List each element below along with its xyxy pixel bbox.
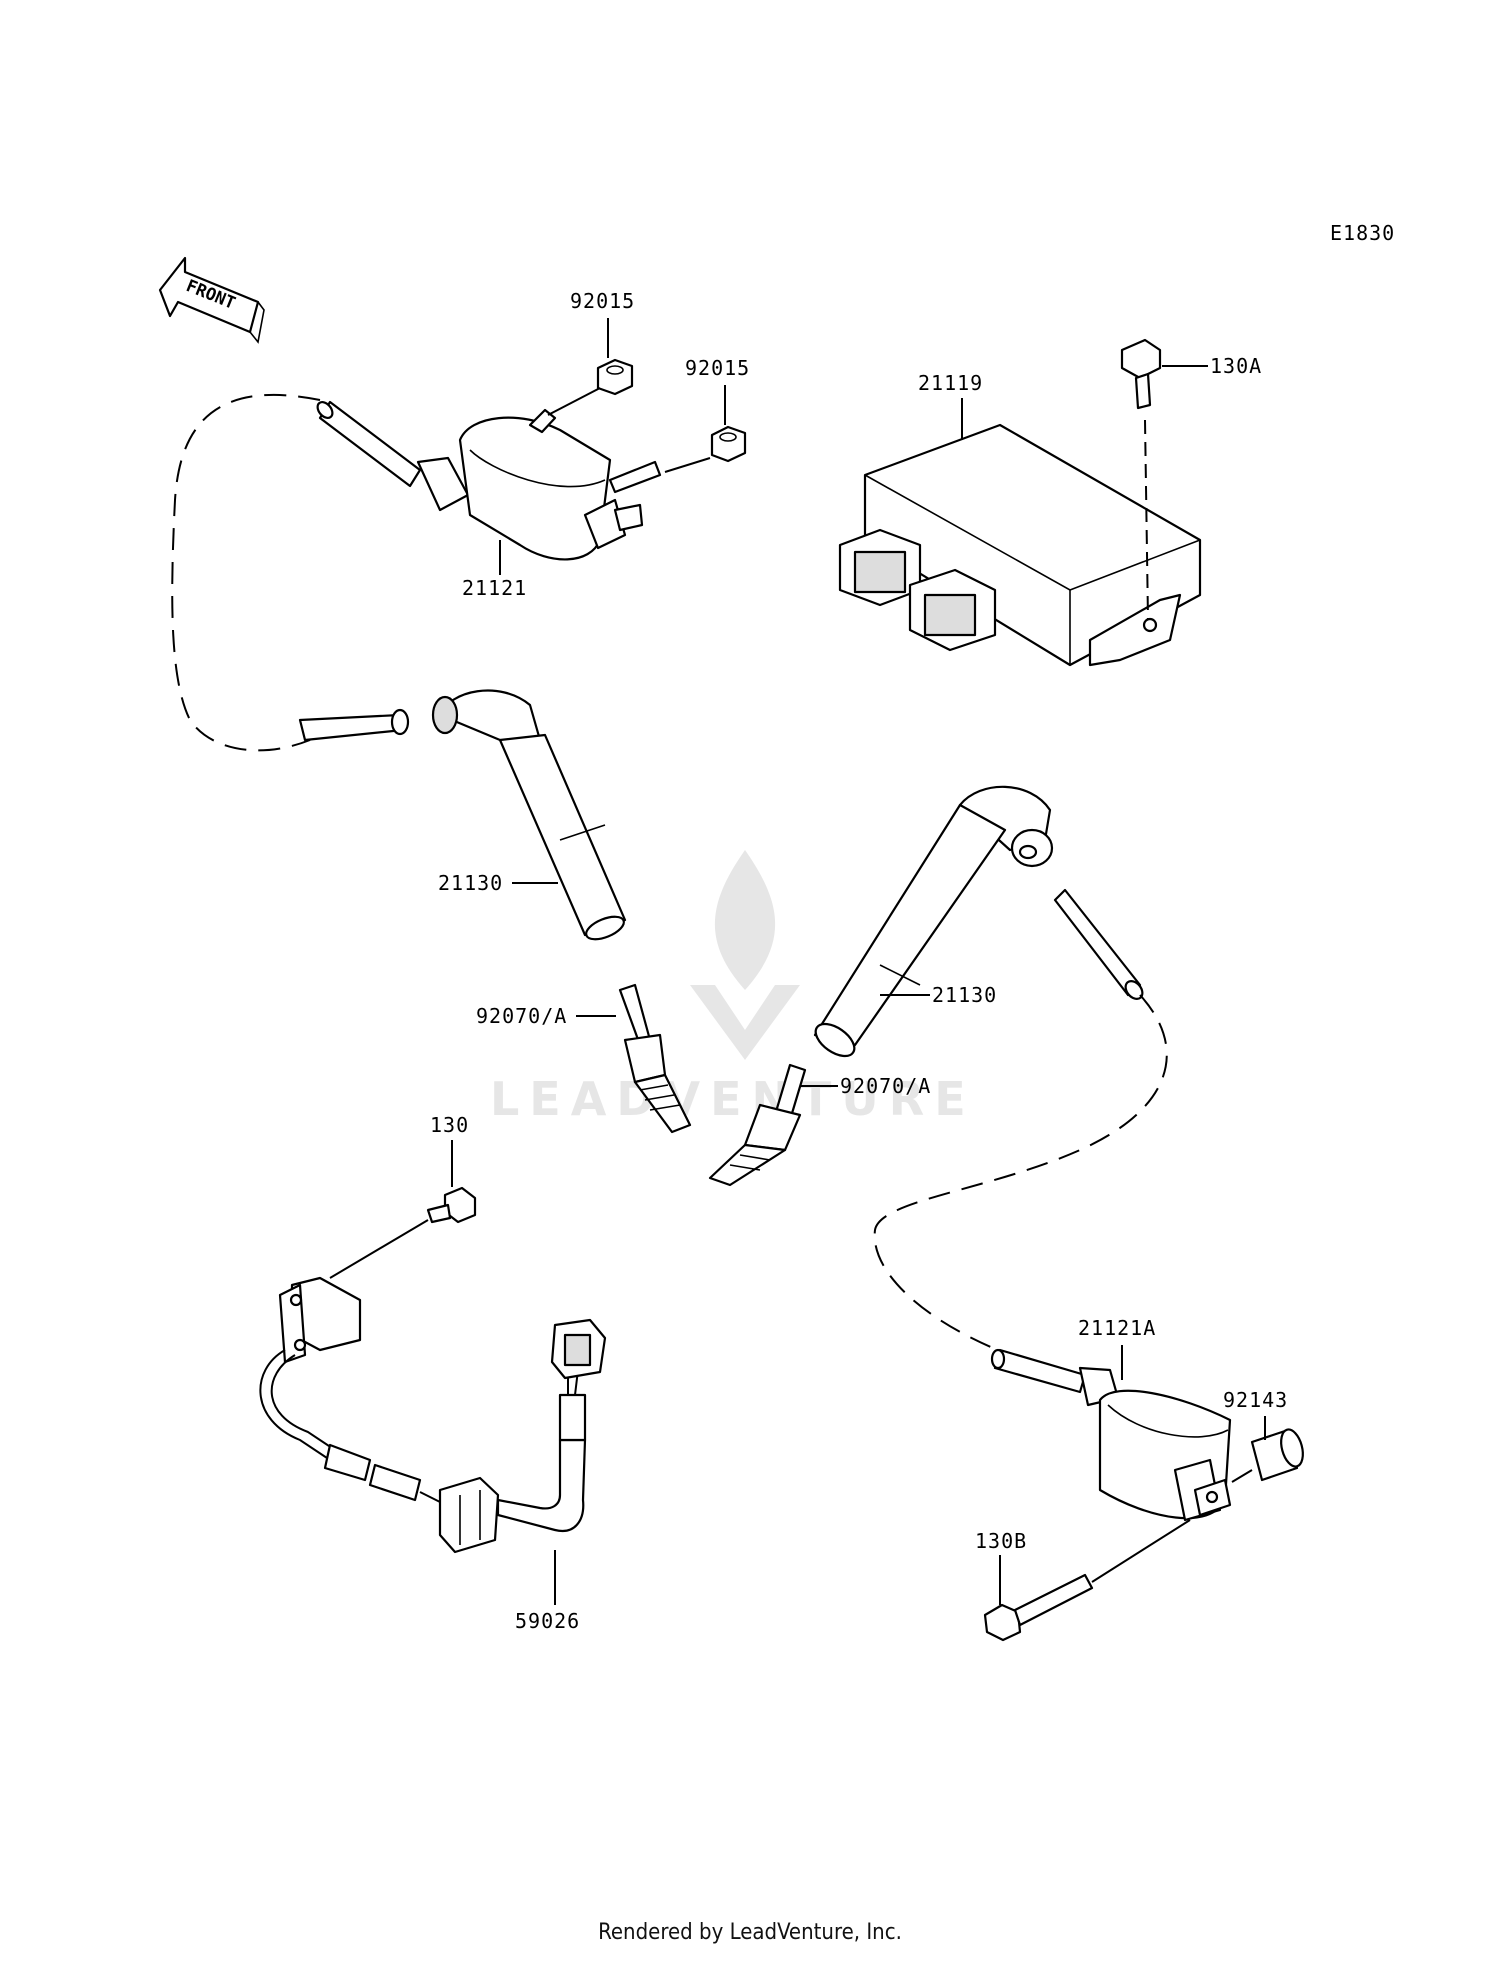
part-label-130B: 130B bbox=[975, 1529, 1027, 1553]
part-label-92143: 92143 bbox=[1223, 1388, 1288, 1412]
nut-92015-a bbox=[596, 358, 634, 396]
spark-plug-92070-a bbox=[618, 983, 692, 1134]
part-label-130: 130 bbox=[430, 1113, 469, 1137]
ignition-coil-21121A bbox=[990, 1348, 1232, 1522]
diagram-code: E1830 bbox=[1330, 221, 1395, 245]
nut-92015-b bbox=[710, 425, 747, 463]
part-label-130A: 130A bbox=[1210, 354, 1262, 378]
bolt-130A bbox=[1120, 338, 1162, 410]
part-label-21121A: 21121A bbox=[1078, 1316, 1156, 1340]
front-arrow-icon: FRONT bbox=[158, 256, 265, 344]
ignition-coil-21121 bbox=[171, 393, 662, 752]
part-label-21130-b: 21130 bbox=[932, 983, 997, 1007]
igniter-21119 bbox=[838, 423, 1202, 667]
part-label-92015-a: 92015 bbox=[570, 289, 635, 313]
watermark-text: LEADVENTURE bbox=[490, 1072, 976, 1126]
spark-plug-cap-21130-b bbox=[813, 785, 1168, 1356]
part-label-21119: 21119 bbox=[918, 371, 983, 395]
bolt-130B bbox=[983, 1573, 1094, 1642]
pickup-coil-59026 bbox=[259, 1276, 607, 1554]
leadventure-watermark: LEADVENTURE bbox=[490, 850, 976, 1126]
spark-plug-cap-21130-a bbox=[298, 689, 627, 941]
part-label-21130-a: 21130 bbox=[438, 871, 503, 895]
footer-credit: Rendered by LeadVenture, Inc. bbox=[598, 1920, 902, 1945]
part-label-92070-b: 92070/A bbox=[840, 1074, 931, 1098]
bolt-130 bbox=[426, 1186, 477, 1224]
part-label-92015-b: 92015 bbox=[685, 356, 750, 380]
spark-plug-92070-b bbox=[708, 1063, 807, 1187]
part-label-92070-a: 92070/A bbox=[476, 1004, 567, 1028]
collar-92143 bbox=[1250, 1428, 1304, 1482]
part-label-59026: 59026 bbox=[515, 1609, 580, 1633]
part-label-21121: 21121 bbox=[462, 576, 527, 600]
